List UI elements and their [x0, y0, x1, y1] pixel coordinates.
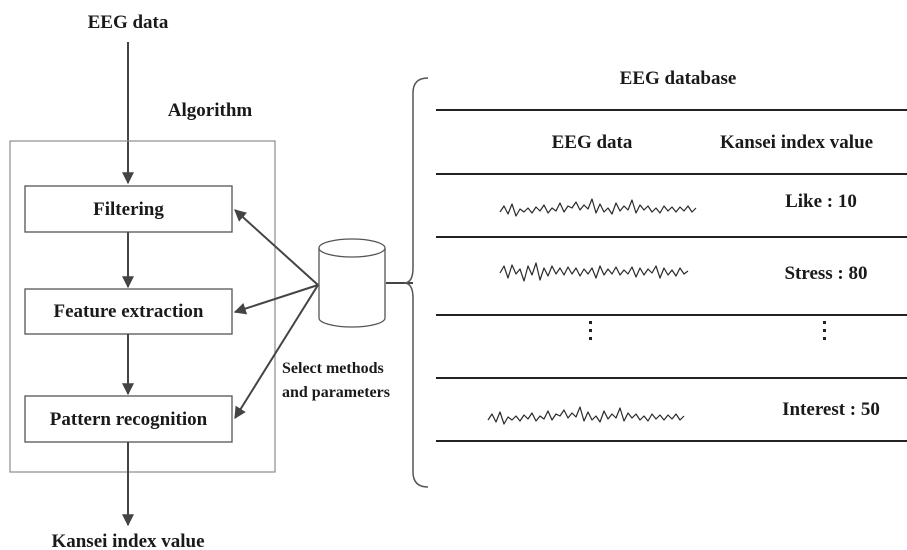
ellipsis-value-column	[823, 321, 826, 340]
select-arrow-pattern	[234, 284, 319, 420]
pattern-recognition-label: Pattern recognition	[50, 409, 208, 430]
header-kansei-index-value: Kansei index value	[720, 132, 873, 153]
database-title: EEG database	[620, 68, 737, 89]
filtering-box	[24, 185, 233, 233]
eeg-waveform-interest	[487, 406, 685, 425]
pattern-recognition-box	[24, 395, 233, 443]
select-note-line2: and parameters	[282, 384, 390, 401]
row-value-interest: Interest : 50	[782, 399, 880, 420]
output-label: Kansei index value	[51, 531, 204, 550]
row-value-stress: Stress : 80	[784, 263, 867, 284]
database-cylinder-icon	[318, 238, 386, 328]
database-bracket	[403, 77, 429, 488]
algorithm-title: Algorithm	[168, 100, 253, 121]
feature-extraction-box	[24, 288, 233, 335]
filtering-label: Filtering	[93, 199, 164, 220]
feature-extraction-label: Feature extraction	[53, 301, 203, 322]
ellipsis-eeg-column	[589, 321, 592, 340]
select-arrow-feature	[233, 284, 319, 315]
eeg-waveform-stress	[499, 262, 689, 282]
eeg-waveform-like	[499, 198, 697, 217]
row-value-like: Like : 10	[785, 191, 857, 212]
input-label: EEG data	[88, 12, 169, 33]
select-arrow-filtering	[234, 209, 319, 286]
select-note-line1: Select methods	[282, 360, 384, 377]
header-eeg-data: EEG data	[552, 132, 633, 153]
algorithm-frame	[9, 140, 276, 473]
